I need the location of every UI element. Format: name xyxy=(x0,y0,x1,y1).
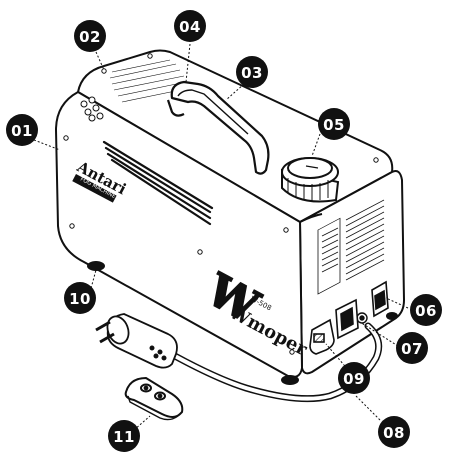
callout-04: 04 xyxy=(174,10,206,42)
callout-label: 10 xyxy=(69,290,91,308)
screw xyxy=(101,68,107,74)
leader-lines xyxy=(33,43,409,431)
callout-label: 03 xyxy=(241,64,263,82)
rear-labels xyxy=(317,199,385,295)
callout-02: 02 xyxy=(74,20,106,52)
screw xyxy=(373,157,379,163)
power-socket xyxy=(335,298,359,340)
callout-label: 07 xyxy=(401,340,423,358)
screw xyxy=(69,223,75,229)
callout-07: 07 xyxy=(396,332,428,364)
callout-09: 09 xyxy=(338,362,370,394)
callout-05: 05 xyxy=(318,108,350,140)
callout-08: 08 xyxy=(378,416,410,448)
fluid-tank-cap xyxy=(281,157,340,203)
callout-10: 10 xyxy=(64,282,96,314)
fuse-holder xyxy=(356,312,368,324)
screw xyxy=(289,349,295,355)
callout-01: 01 xyxy=(6,114,38,146)
wireless-remote xyxy=(124,377,184,421)
power-plug xyxy=(95,313,178,369)
callout-label: 06 xyxy=(415,302,437,320)
callout-label: 02 xyxy=(79,28,101,46)
power-cable xyxy=(160,322,383,403)
callout-label: 04 xyxy=(179,18,201,36)
callout-11: 11 xyxy=(108,420,140,452)
vent-holes xyxy=(80,96,104,122)
callout-label: 09 xyxy=(343,370,365,388)
screw xyxy=(63,135,69,141)
feet xyxy=(87,261,398,385)
callout-label: 05 xyxy=(323,116,345,134)
front-vent-slots xyxy=(102,140,214,226)
callout-03: 03 xyxy=(236,56,268,88)
callout-06: 06 xyxy=(410,294,442,326)
callout-label: 11 xyxy=(113,428,135,446)
callout-label: 08 xyxy=(383,424,405,442)
carry-handle xyxy=(166,80,270,175)
screw xyxy=(197,249,203,255)
screw xyxy=(283,227,289,233)
callout-label: 01 xyxy=(11,122,33,140)
screw xyxy=(147,53,153,59)
output-nozzle xyxy=(309,318,335,355)
power-switch xyxy=(371,280,389,318)
